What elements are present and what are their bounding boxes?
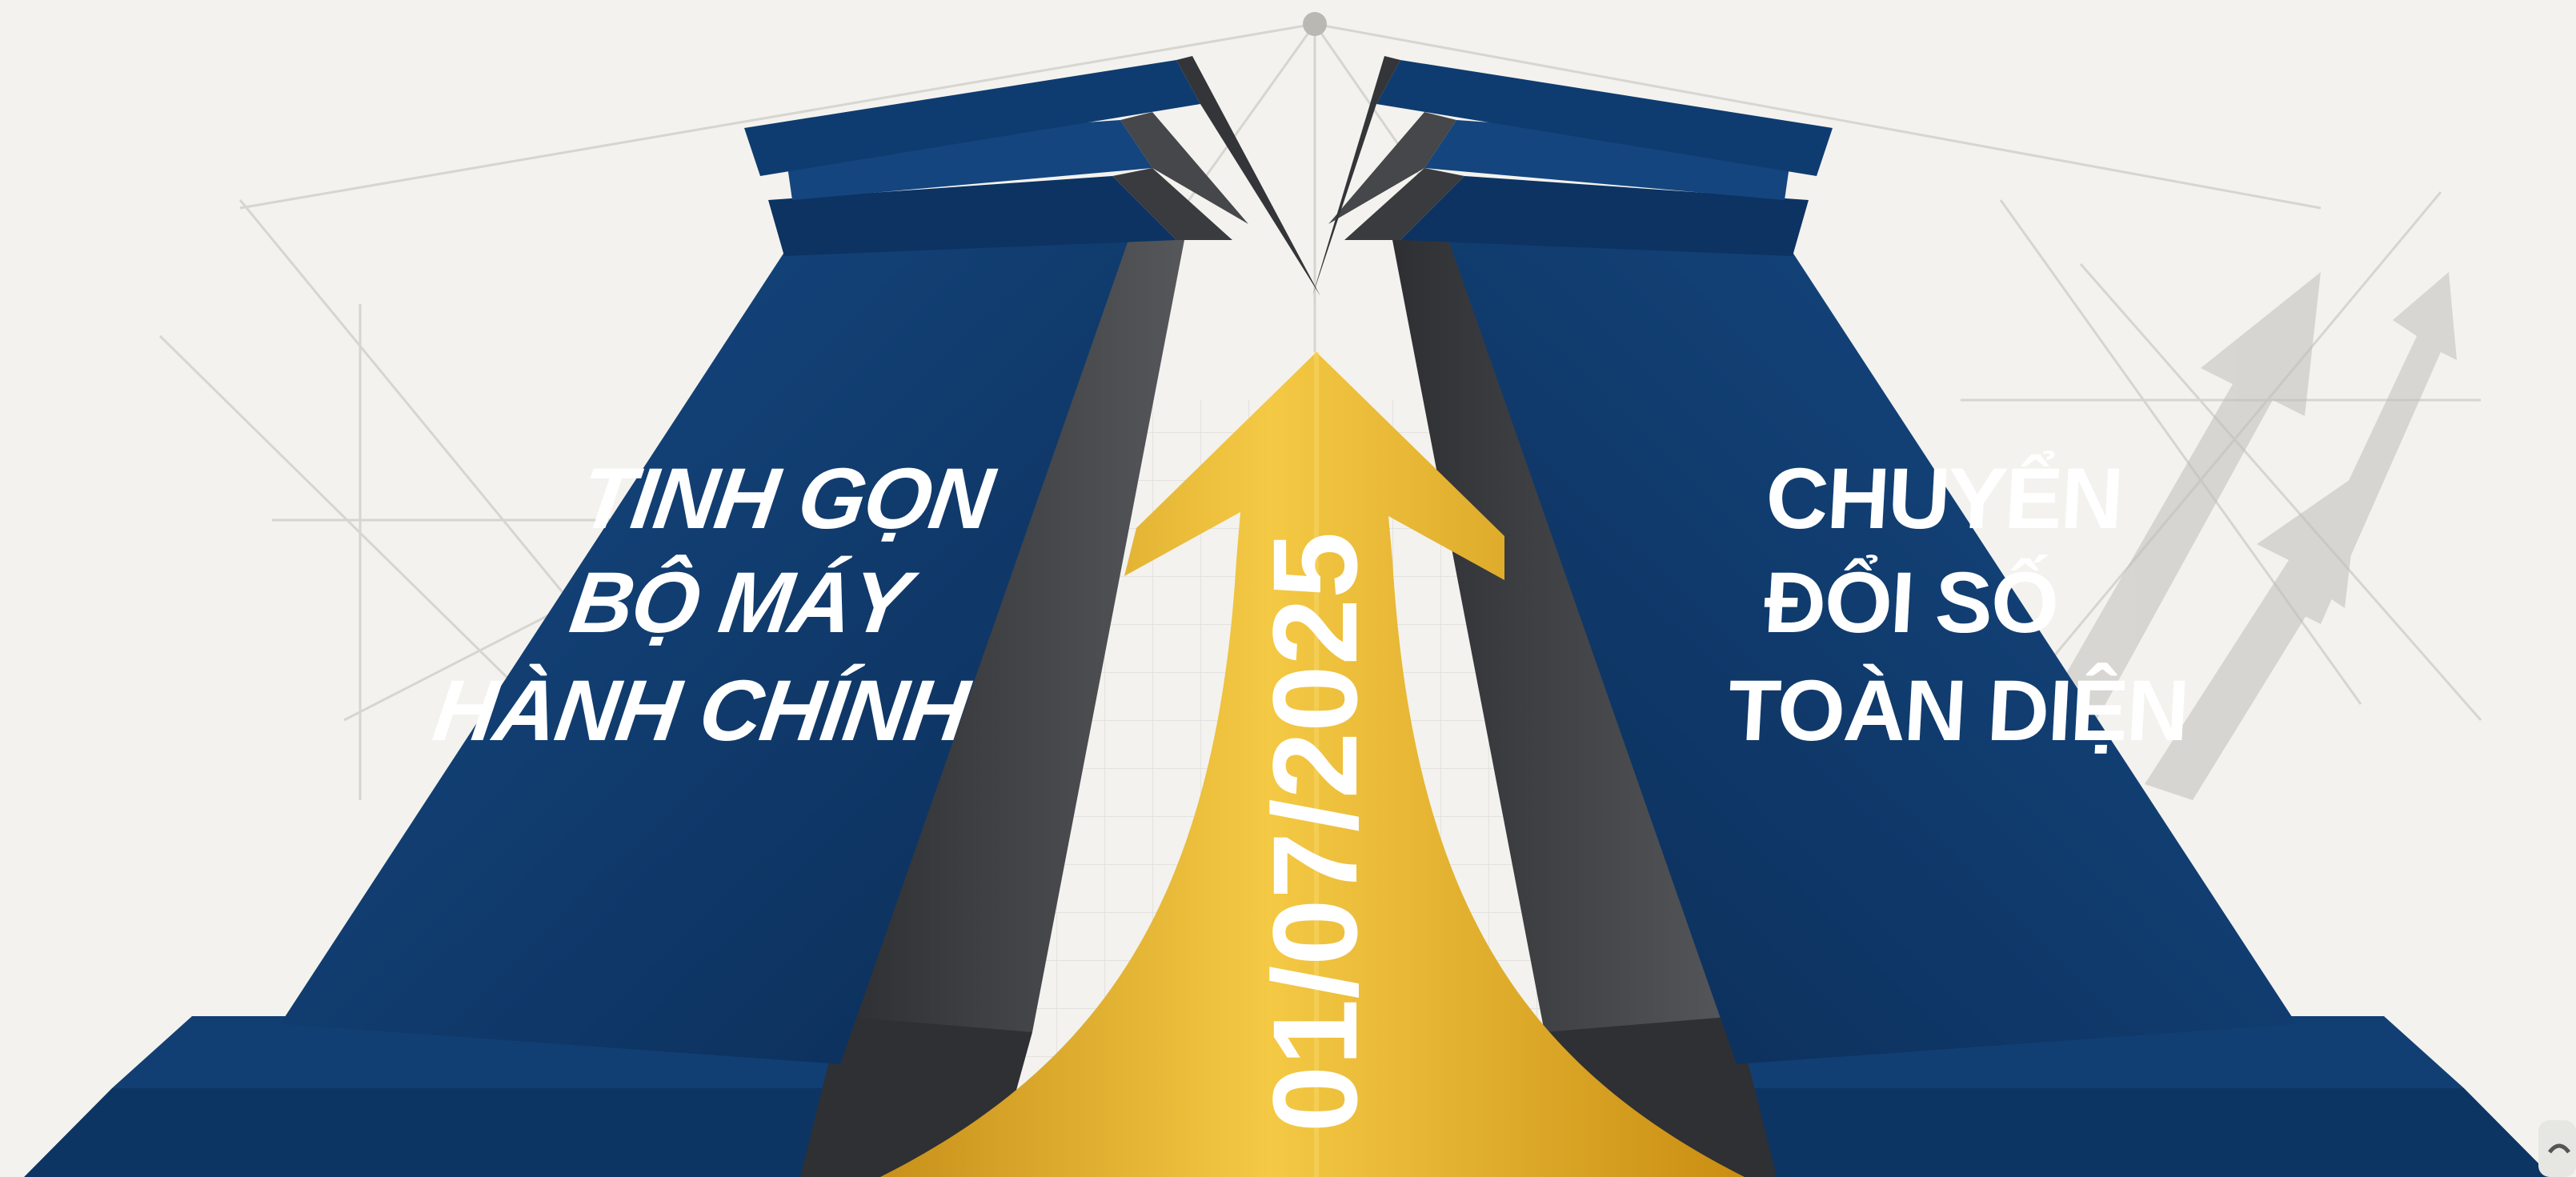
right-pillar (1312, 56, 2552, 1177)
left-line-2: BỘ MÁY (565, 553, 923, 650)
corner-logo-icon (2538, 1120, 2576, 1177)
left-line-3: HÀNH CHÍNH (428, 662, 976, 758)
arrow-date: 01/07/2025 (1248, 532, 1382, 1133)
growth-arrows-icon (2049, 272, 2457, 800)
left-line-1: TINH GỌN (575, 450, 1001, 546)
right-pillar-label: CHUYỂN ĐỔI SỐ TOÀN DIỆN (1720, 450, 2197, 758)
left-pillar-label: TINH GỌN BỘ MÁY HÀNH CHÍNH (428, 450, 1002, 758)
right-line-3: TOÀN DIỆN (1720, 661, 2197, 758)
gold-arrow (880, 352, 1745, 1177)
right-line-2: ĐỔI SỐ (1756, 553, 2063, 650)
right-line-1: CHUYỂN (1758, 450, 2131, 546)
apex-dot (1303, 12, 1327, 36)
